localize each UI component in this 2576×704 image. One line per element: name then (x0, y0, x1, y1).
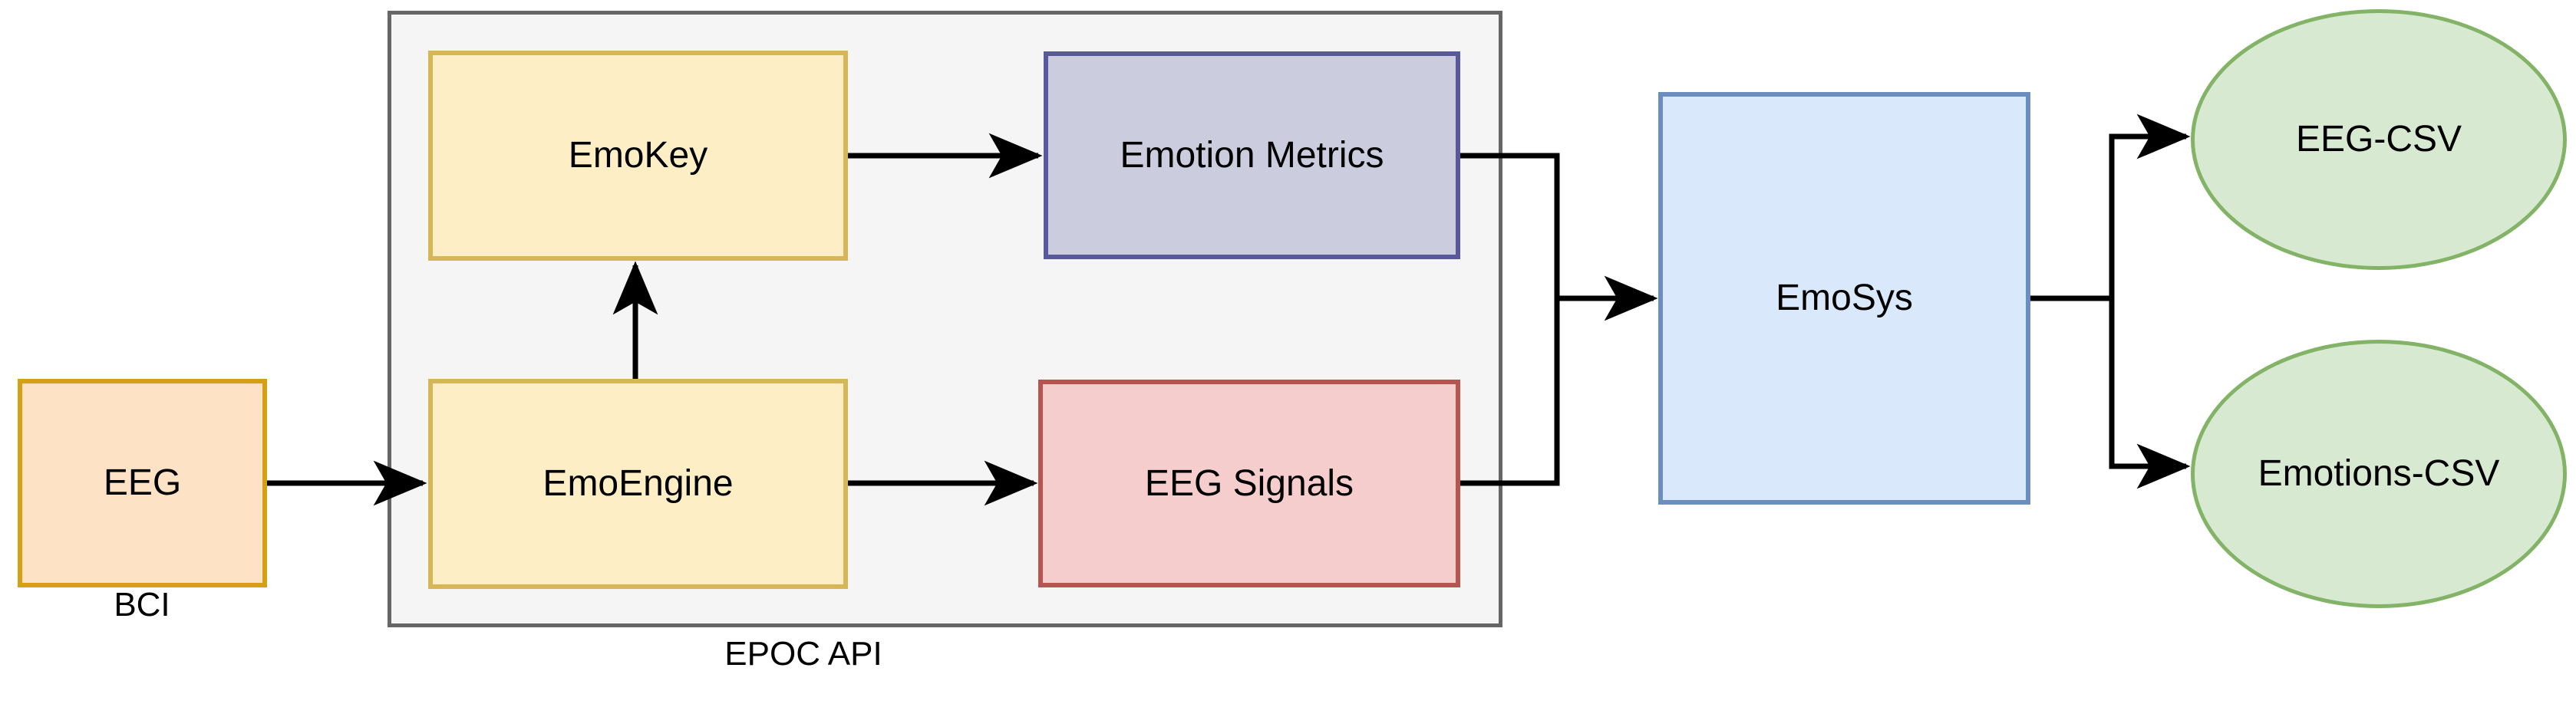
node-emokey[interactable]: EmoKey (428, 51, 848, 261)
node-label-eeg-signals: EEG Signals (1144, 462, 1354, 504)
group-label-epoc-api: EPOC API (724, 635, 882, 673)
node-emotions-csv[interactable]: Emotions-CSV (2191, 340, 2567, 608)
node-eeg[interactable]: EEG (18, 379, 267, 587)
node-emoengine[interactable]: EmoEngine (428, 379, 848, 589)
node-emotion-metrics[interactable]: Emotion Metrics (1044, 51, 1460, 259)
node-label-emokey: EmoKey (568, 135, 708, 176)
node-label-emotions-csv: Emotions-CSV (2258, 453, 2500, 495)
node-label-emotion-metrics: Emotion Metrics (1120, 134, 1384, 176)
node-label-emosys: EmoSys (1776, 278, 1913, 319)
node-emosys[interactable]: EmoSys (1658, 92, 2030, 505)
edge-split-to-emotions-csv (2109, 298, 2191, 489)
node-label-emoengine: EmoEngine (543, 463, 734, 505)
node-label-eeg: EEG (103, 462, 182, 504)
node-caption-bci: BCI (114, 586, 170, 623)
node-label-eeg-csv: EEG-CSV (2295, 119, 2462, 160)
node-eeg-csv[interactable]: EEG-CSV (2191, 9, 2567, 270)
edge-split-to-eeg-csv (2109, 113, 2191, 298)
node-eeg-signals[interactable]: EEG Signals (1038, 380, 1460, 587)
